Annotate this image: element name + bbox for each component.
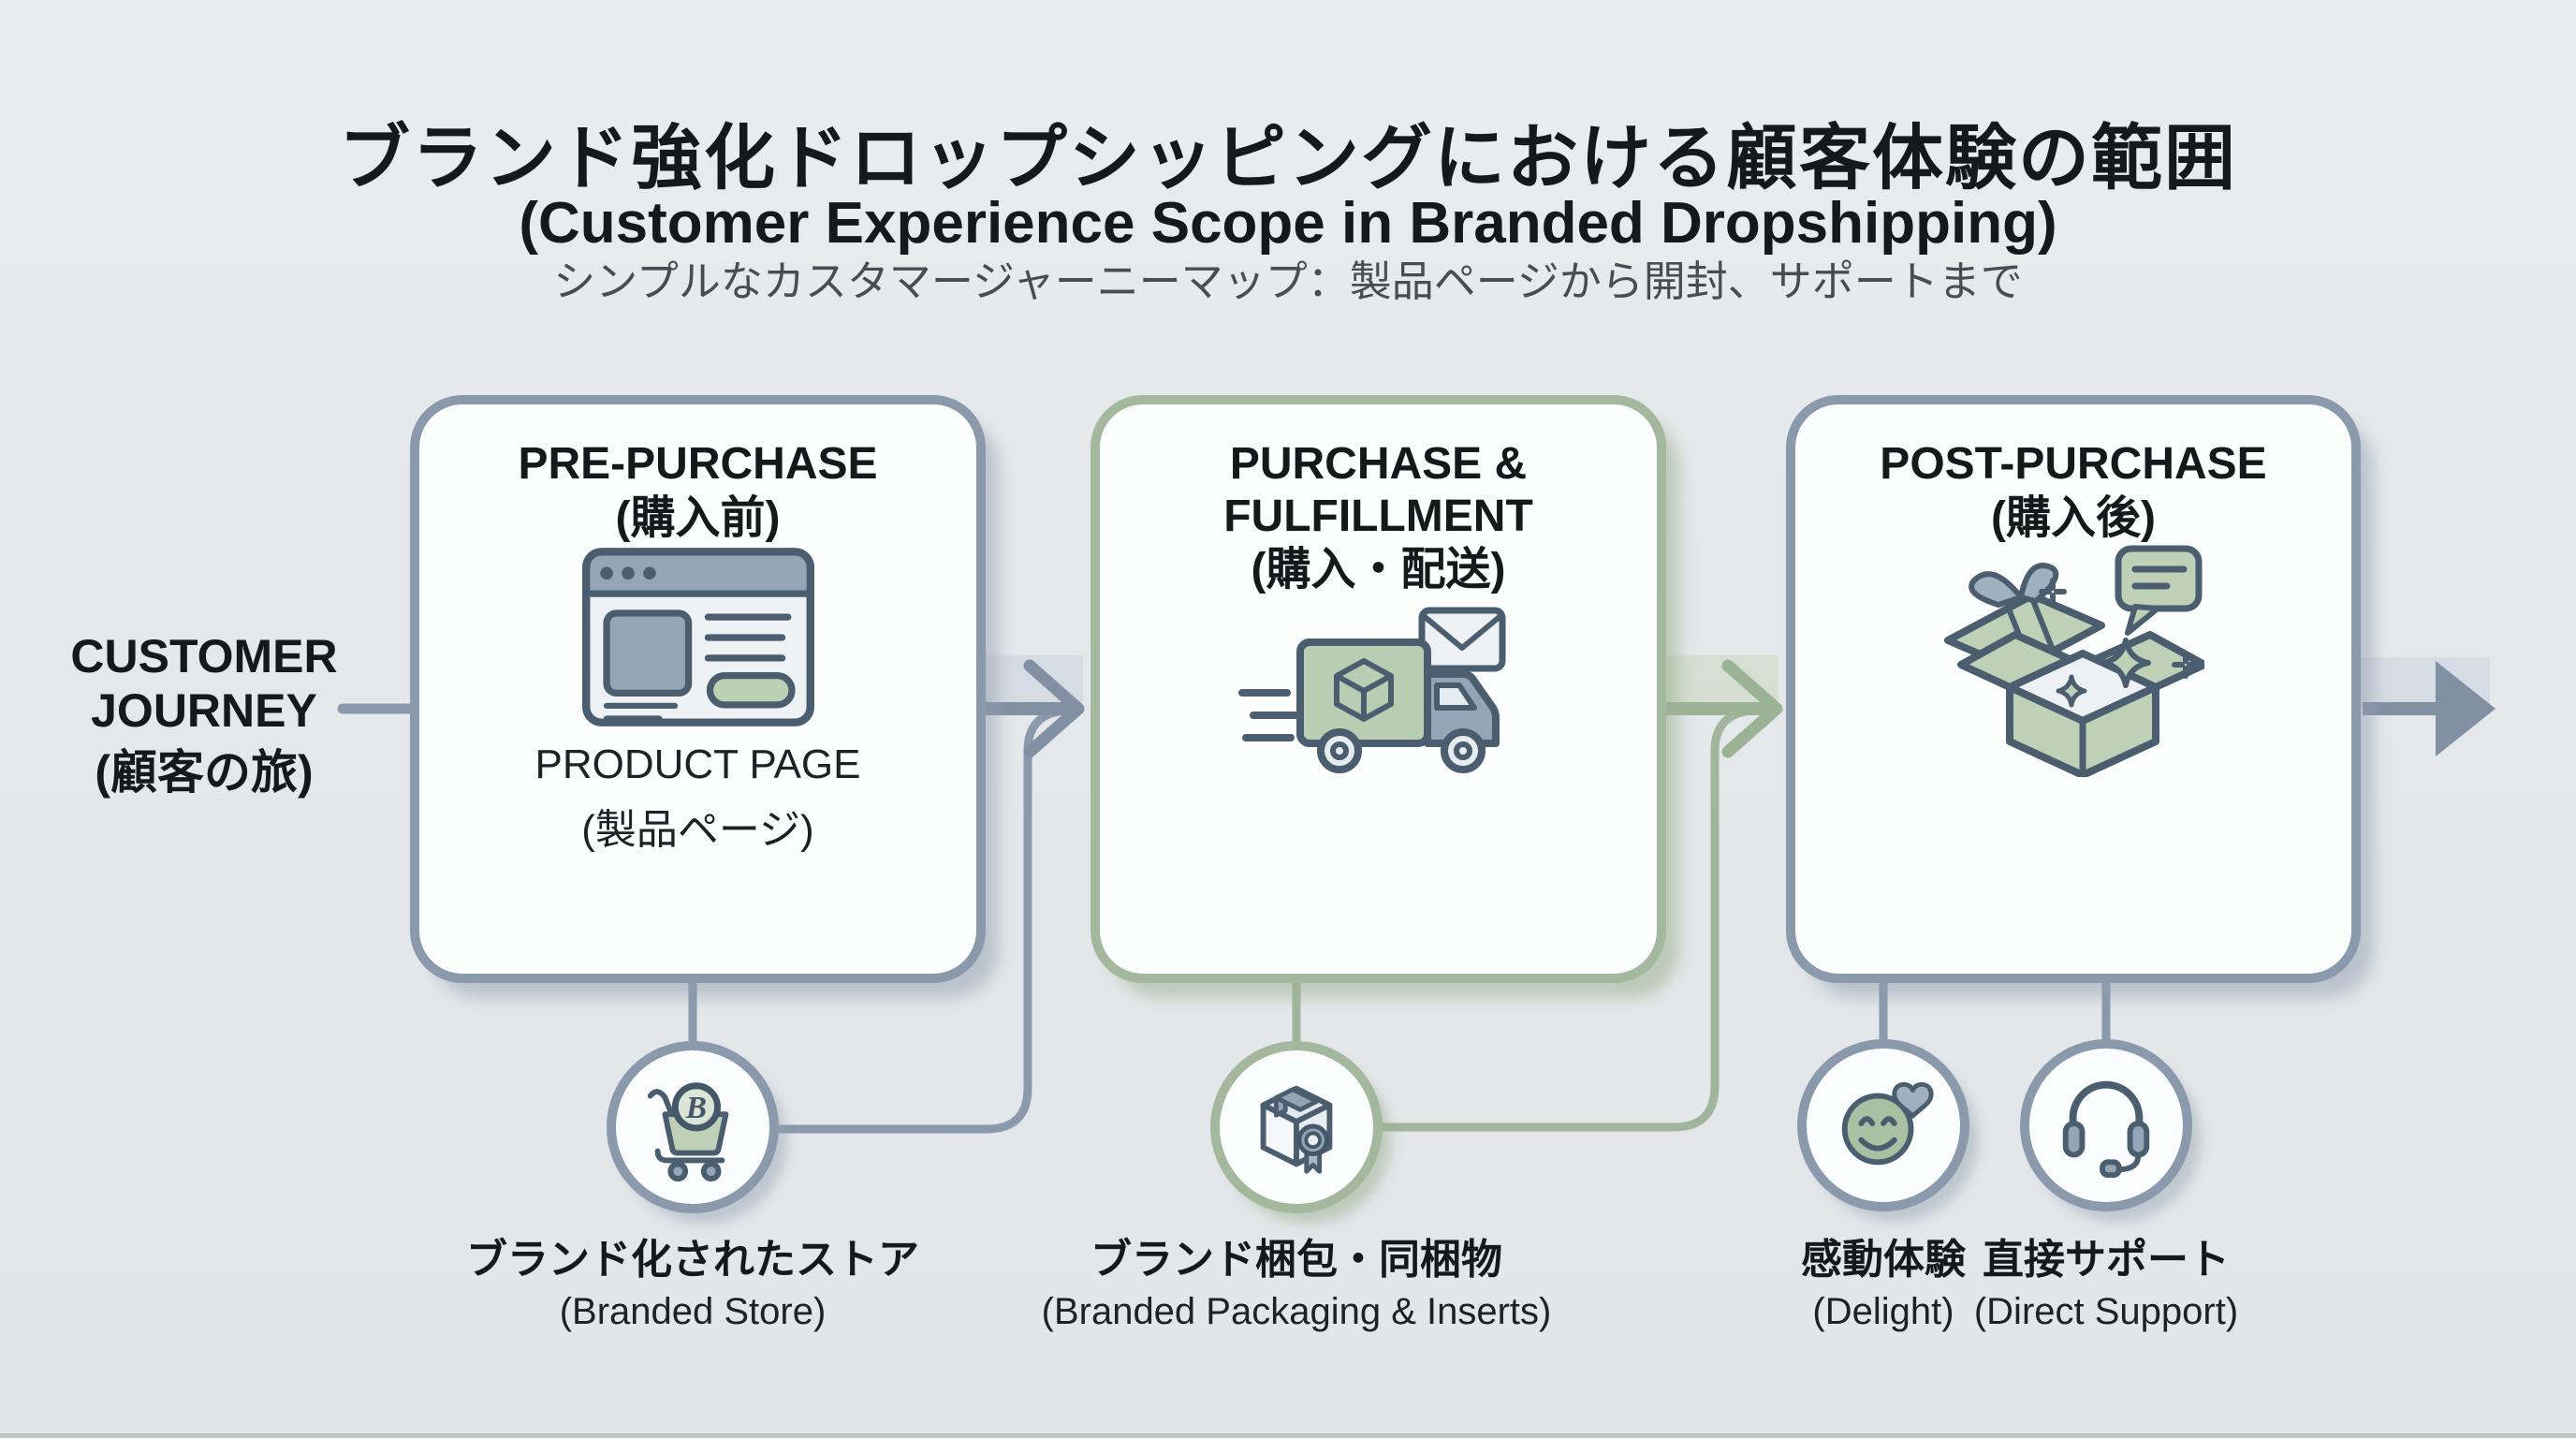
- touchpoint3-label-en: (Delight): [1812, 1290, 1954, 1332]
- touchpoint-label-branded-store: ブランド化されたストア (Branded Store): [412, 1236, 973, 1333]
- stage2-header: PURCHASE & FULFILLMENT (購入・配送): [1100, 438, 1657, 596]
- touchpoint4-label-jp: 直接サポート: [1983, 1237, 2230, 1283]
- smiley-heart-icon: [1841, 1081, 1934, 1166]
- package-seal-icon: [1260, 1085, 1333, 1174]
- touchpoint-label-packaging: ブランド梱包・同梱物 (Branded Packaging & Inserts): [992, 1236, 1601, 1333]
- touchpoint2-label-jp: ブランド梱包・同梱物: [1090, 1237, 1502, 1283]
- page-title-jp: ブランド強化ドロップシッピングにおける顧客体験の範囲: [339, 118, 2237, 198]
- stage1-header: PRE-PURCHASE (購入前): [419, 438, 976, 544]
- stage3-title-jp: (購入後): [1991, 492, 2156, 543]
- journey-exit-arrow: [2363, 661, 2496, 756]
- browser-product-page-icon: [581, 548, 814, 726]
- journey-axis-label-jp: (顧客の旅): [95, 746, 314, 799]
- touchpoint-circle-branded-store: B: [607, 1041, 779, 1213]
- touchpoint-circle-packaging: [1210, 1041, 1383, 1213]
- touchpoint-circle-delight: [1797, 1039, 1969, 1211]
- stage2-to-stage3-arrow: [1660, 659, 1783, 758]
- branded-store-elbow-connector: [775, 706, 1069, 1134]
- stage1-caption: PRODUCT PAGE (製品ページ): [419, 741, 976, 856]
- stage-card-purchase-fulfillment: PURCHASE & FULFILLMENT (購入・配送): [1090, 395, 1666, 983]
- stage1-title-jp: (購入前): [615, 492, 781, 543]
- branded-cart-icon: B: [647, 1082, 729, 1182]
- journey-axis-label-en: CUSTOMER JOURNEY: [70, 630, 338, 737]
- stage1-caption-en: PRODUCT PAGE: [534, 741, 861, 787]
- delivery-truck-icon: [1237, 607, 1505, 773]
- gift-unboxing-icon: [1944, 545, 2204, 777]
- packaging-elbow-connector: [1371, 706, 1756, 1132]
- stage2-title-en: PURCHASE & FULFILLMENT: [1223, 439, 1533, 541]
- journey-axis-label: CUSTOMER JOURNEY (顧客の旅): [26, 629, 382, 800]
- stage2-title-jp: (購入・配送): [1251, 545, 1506, 595]
- stage1-to-stage2-arrow: [979, 659, 1085, 758]
- stage3-title-en: POST-PURCHASE: [1880, 439, 2267, 489]
- page-subtitle: シンプルなカスタマージャーニーマップ：製品ページから開封、サポートまで: [553, 257, 2023, 305]
- stage1-caption-jp: (製品ページ): [581, 807, 814, 853]
- touchpoint2-label-en: (Branded Packaging & Inserts): [1041, 1290, 1552, 1332]
- touchpoint1-label-jp: ブランド化されたストア: [466, 1237, 919, 1283]
- stage3-header: POST-PURCHASE (購入後): [1795, 438, 2351, 544]
- stage-card-pre-purchase: PRE-PURCHASE (購入前) PRODUCT PAGE (製品ページ): [410, 395, 986, 983]
- page-title-en: (Customer Experience Scope in Branded Dr…: [519, 191, 2057, 257]
- touchpoint-label-delight: 感動体験 (Delight): [1743, 1236, 2024, 1333]
- stage-card-post-purchase: POST-PURCHASE (購入後): [1786, 395, 2361, 983]
- brand-badge-letter: B: [685, 1091, 707, 1125]
- touchpoint3-label-jp: 感動体験: [1801, 1237, 1966, 1283]
- touchpoint-label-direct-support: 直接サポート (Direct Support): [1938, 1236, 2275, 1333]
- touchpoint1-label-en: (Branded Store): [559, 1290, 827, 1332]
- stage1-title-en: PRE-PURCHASE: [518, 439, 878, 489]
- headset-icon: [2062, 1080, 2150, 1179]
- touchpoint-circle-direct-support: [2020, 1039, 2192, 1211]
- bottom-edge-line: [0, 1433, 2576, 1438]
- touchpoint4-label-en: (Direct Support): [1973, 1290, 2239, 1332]
